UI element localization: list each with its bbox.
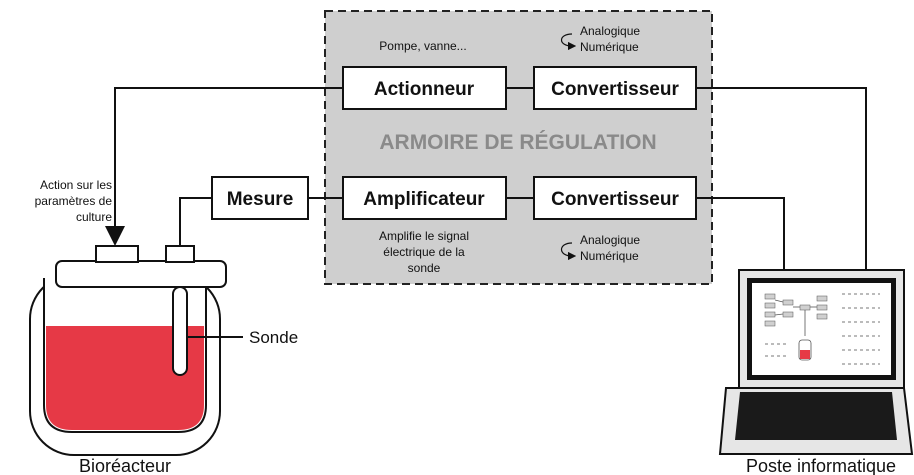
- bioreactor-label: Bioréacteur: [79, 456, 171, 475]
- actuator-note: Pompe, vanne...: [379, 39, 466, 53]
- actuator-label: Actionneur: [374, 79, 475, 100]
- action-note-2: paramètres de: [35, 194, 113, 208]
- computer-icon: [718, 269, 914, 455]
- top-conv-analog: Analogique: [580, 24, 640, 38]
- regulation-cabinet: [324, 10, 713, 285]
- action-note-1: Action sur les: [40, 178, 112, 192]
- amp-note-2: électrique de la: [383, 245, 465, 259]
- bottom-converter-label: Convertisseur: [551, 189, 679, 210]
- top-conv-digital: Numérique: [580, 40, 639, 54]
- cabinet-title: ARMOIRE DE RÉGULATION: [379, 131, 656, 154]
- bottom-conv-analog: Analogique: [580, 233, 640, 247]
- amplifier-label: Amplificateur: [363, 189, 485, 210]
- top-converter-to-computer-wire: [696, 87, 867, 270]
- bioreactor-icon: [29, 245, 227, 456]
- amp-note-3: sonde: [408, 261, 441, 275]
- actuator-box: [342, 66, 507, 110]
- actuator-to-bioreactor-wire: [105, 87, 343, 246]
- computer-label: Poste informatique: [746, 456, 896, 475]
- probe-label: Sonde: [249, 328, 298, 347]
- bottom-conv-digital: Numérique: [580, 249, 639, 263]
- conversion-arrow-icon: [560, 33, 577, 51]
- bottom-converter-to-computer-wire: [696, 197, 785, 270]
- action-note-3: culture: [76, 210, 112, 224]
- probe-to-measure-wire: [179, 197, 212, 246]
- top-converter-label: Convertisseur: [551, 79, 679, 100]
- conversion-arrow-icon-bottom: [560, 242, 577, 261]
- probe: [172, 286, 188, 376]
- amp-note-1: Amplifie le signal: [379, 229, 469, 243]
- measure-label: Mesure: [227, 189, 294, 210]
